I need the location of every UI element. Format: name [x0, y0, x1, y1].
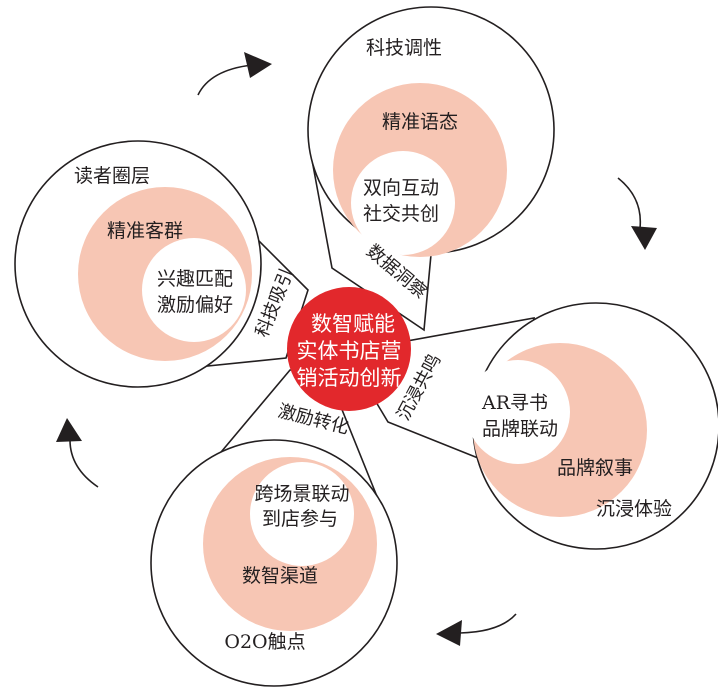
core-line-right-2: 品牌联动 [482, 418, 558, 440]
ring-label-top: 精准语态 [382, 111, 458, 133]
ring-label-bottom: 数智渠道 [242, 565, 318, 587]
outer-label-right: 沉浸体验 [596, 498, 672, 520]
outer-label-left: 读者圈层 [74, 165, 150, 187]
core-circle-top [351, 151, 455, 255]
outer-label-top: 科技调性 [366, 37, 442, 59]
arrow-top-left [197, 52, 272, 96]
arrow-bottom-left [56, 418, 99, 488]
arrow-bottom-right [436, 613, 517, 646]
center-circle [287, 287, 411, 411]
core-circle-left [142, 238, 246, 342]
petal-bottom: O2O触点 数智渠道 跨场景联动 到店参与 [150, 439, 398, 687]
core-line-bottom-1: 跨场景联动 [254, 483, 349, 505]
outer-label-bottom: O2O触点 [224, 631, 305, 653]
arrow-top-right [617, 177, 657, 250]
cycle-arrows [56, 52, 657, 646]
petal-left: 读者圈层 精准客群 兴趣匹配 激励偏好 [14, 140, 262, 388]
core-line-bottom-2: 到店参与 [262, 508, 338, 530]
core-circle-right [466, 360, 570, 464]
core-circle-bottom [250, 462, 354, 566]
petal-top: 科技调性 精准语态 双向互动 社交共创 [307, 6, 555, 257]
center-node: 数智赋能 实体书店营 销活动创新 [287, 287, 411, 411]
center-line-1: 数智赋能 [311, 312, 395, 336]
center-line-2: 实体书店营 [297, 339, 402, 363]
petal-right: 沉浸体验 品牌叙事 AR寻书 品牌联动 [466, 302, 718, 550]
center-line-3: 销活动创新 [297, 366, 402, 390]
ring-label-right: 品牌叙事 [557, 457, 633, 479]
core-line-right-1: AR寻书 [481, 392, 548, 414]
arrow-top-left-head [244, 52, 272, 78]
arrow-top-right-head [631, 226, 657, 250]
core-line-top-1: 双向互动 [363, 177, 439, 199]
core-line-left-2: 激励偏好 [157, 294, 233, 316]
arrow-bottom-right-head [436, 620, 462, 646]
arrow-bottom-left-head [56, 418, 82, 442]
core-line-left-1: 兴趣匹配 [157, 268, 233, 290]
ring-label-left: 精准客群 [107, 220, 183, 242]
core-line-top-2: 社交共创 [363, 203, 439, 225]
